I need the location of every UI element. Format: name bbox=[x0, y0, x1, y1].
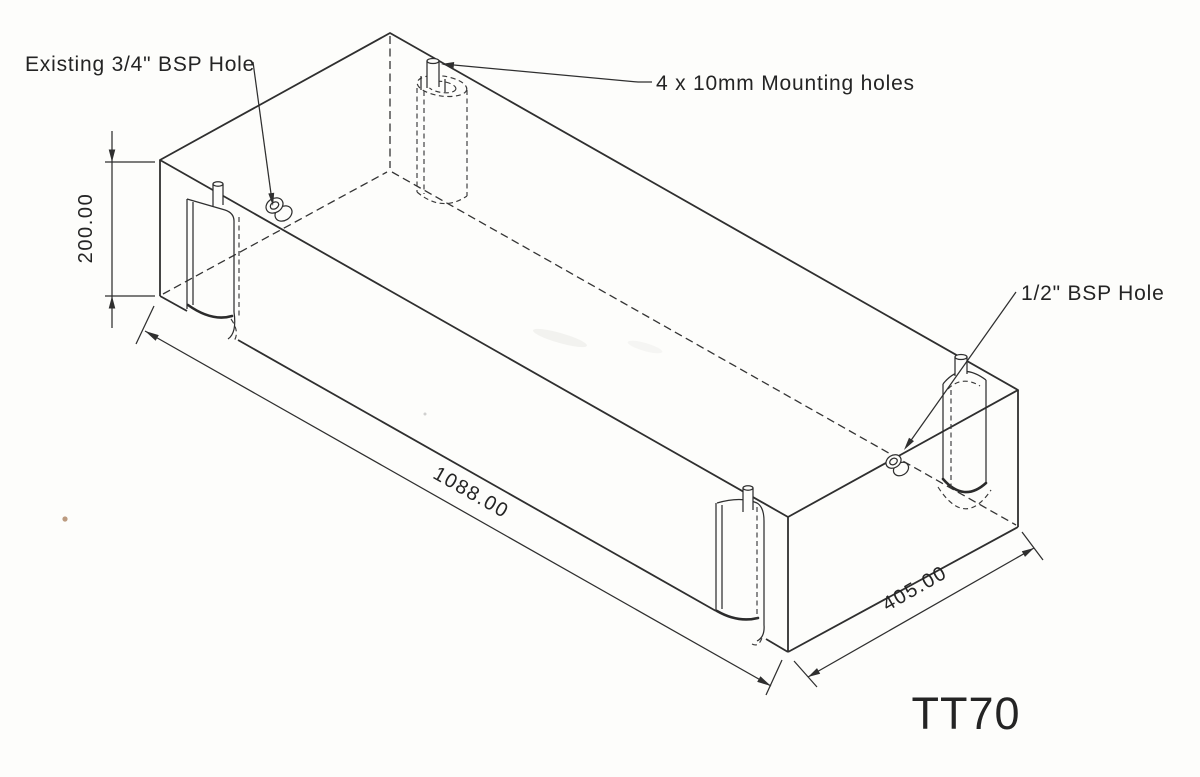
mounting-tube-front-left bbox=[186, 181, 240, 342]
dimension-arrow bbox=[108, 296, 116, 309]
hidden-bottom-left-edge bbox=[162, 171, 388, 295]
hidden-bottom-rear-edge bbox=[391, 171, 1017, 526]
tank-bottom-front-edge-segment bbox=[159, 295, 188, 312]
channel-foot-arc bbox=[227, 311, 236, 340]
pin-top bbox=[426, 57, 440, 65]
mounting-pin bbox=[426, 57, 440, 88]
leader-arrow bbox=[441, 62, 455, 68]
hole-boss-front bbox=[885, 454, 902, 469]
leader-arrow bbox=[268, 192, 275, 206]
scan-smudge bbox=[627, 340, 663, 354]
pin-body-fill bbox=[955, 357, 967, 376]
tube-bottom-hidden bbox=[416, 191, 468, 205]
pin-body-fill bbox=[427, 61, 439, 88]
tank-hidden-edges bbox=[162, 36, 1017, 526]
half-inch-bsp-hole bbox=[885, 454, 910, 477]
bsp-hole-label: 1/2" BSP Hole bbox=[1021, 282, 1165, 305]
hole-bore bbox=[889, 457, 898, 466]
dimension-arrow bbox=[108, 149, 116, 162]
mounting-tube-rear-right bbox=[937, 353, 992, 510]
channel-bottom-hidden-arc bbox=[937, 486, 992, 510]
mounting-holes-label: 4 x 10mm Mounting holes bbox=[656, 72, 915, 95]
dimension-arrow bbox=[808, 668, 821, 677]
leader-arrow bbox=[904, 437, 914, 450]
tank-bottom-front-edge-segment bbox=[765, 638, 789, 653]
dimension-line bbox=[144, 330, 772, 687]
dimension-height: 200.00 bbox=[75, 131, 155, 328]
pin-top bbox=[742, 485, 754, 491]
scan-speckle bbox=[423, 412, 427, 416]
channel-foot-hidden-arc bbox=[230, 318, 237, 342]
dimension-arrow bbox=[145, 331, 159, 341]
tube-bore-hidden bbox=[427, 80, 457, 94]
mounting-pin bbox=[742, 485, 754, 512]
existing-hole-label: Existing 3/4" BSP Hole bbox=[25, 53, 255, 76]
leader-line bbox=[442, 63, 652, 83]
channel-bottom-arc bbox=[715, 609, 760, 621]
channel-bottom-arc bbox=[186, 303, 234, 319]
channel-foot-arc bbox=[756, 624, 765, 642]
tank-bottom-right-edge bbox=[787, 526, 1019, 653]
leader-line bbox=[252, 61, 273, 202]
mounting-pin bbox=[212, 181, 224, 206]
label-existing-hole: Existing 3/4" BSP Hole bbox=[25, 53, 275, 206]
scan-smudge bbox=[533, 328, 587, 348]
dimension-line bbox=[807, 547, 1035, 678]
pin-body-fill bbox=[743, 488, 753, 512]
part-number: TT70 bbox=[911, 688, 1020, 739]
channel-bottom-arc bbox=[941, 477, 988, 494]
pin-top bbox=[954, 353, 968, 361]
channel-foot-hidden-arc bbox=[751, 633, 764, 646]
channel-top-arc bbox=[716, 498, 765, 522]
extension-line bbox=[793, 660, 818, 688]
tank-bottom-front-edge-segment bbox=[237, 339, 717, 612]
extension-line bbox=[765, 659, 783, 696]
mounting-tube-front-right bbox=[715, 485, 765, 646]
leader-line bbox=[906, 291, 1017, 447]
extension-line bbox=[1021, 531, 1044, 561]
scan-artifacts bbox=[62, 328, 663, 522]
channel-top-edge bbox=[186, 198, 235, 222]
tube-top-rim-hidden bbox=[416, 74, 468, 98]
label-bsp-hole: 1/2" BSP Hole bbox=[904, 282, 1165, 450]
pin-body-fill bbox=[213, 184, 223, 206]
extension-line bbox=[135, 305, 155, 345]
scan-speckle bbox=[62, 516, 68, 522]
dimension-arrow bbox=[757, 676, 771, 686]
channel-top-hidden-arc bbox=[947, 380, 981, 390]
height-dimension-text: 200.00 bbox=[75, 193, 97, 264]
pin-top bbox=[212, 181, 224, 187]
tank-solid-edges bbox=[159, 32, 1019, 653]
mounting-tube-rear-left bbox=[416, 57, 468, 205]
dimension-arrow bbox=[1021, 548, 1034, 557]
mounting-pin bbox=[954, 353, 968, 376]
label-mounting-holes: 4 x 10mm Mounting holes bbox=[441, 62, 915, 95]
